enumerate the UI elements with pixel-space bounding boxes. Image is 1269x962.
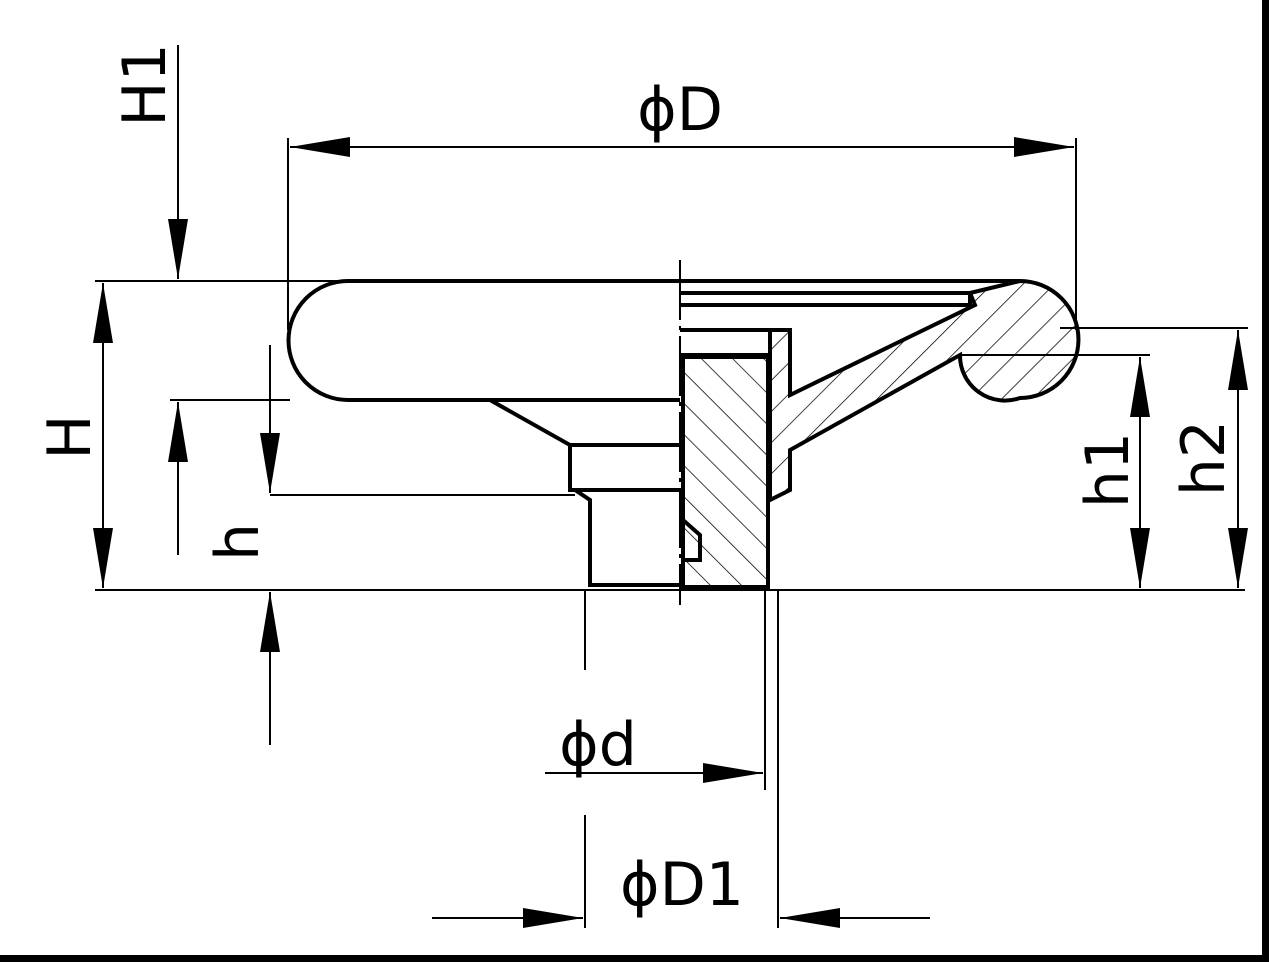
handwheel-section [680,278,1081,589]
dimension-D1: ϕD1 [432,850,930,928]
label-h2: h2 [1169,420,1239,496]
dimension-h2: h2 [1169,330,1248,588]
frame-bottom [0,955,1269,962]
label-h: h [203,523,273,561]
label-D1: ϕD1 [620,850,744,920]
frame-right [1262,0,1269,962]
dimension-D: ϕD [290,75,1074,157]
handwheel-outline [286,260,681,605]
dimension-H: H [35,283,114,588]
label-D: ϕD [637,75,723,145]
dimension-d: ϕd [545,710,763,783]
label-H1: H1 [110,43,180,126]
dimension-H1: H1 [110,43,188,555]
dimension-h1: h1 [1073,357,1150,588]
extension-lines [95,138,1248,928]
label-H: H [35,414,105,459]
dimension-h: h [203,345,280,745]
label-d: ϕd [559,710,637,780]
label-h1: h1 [1073,432,1143,508]
